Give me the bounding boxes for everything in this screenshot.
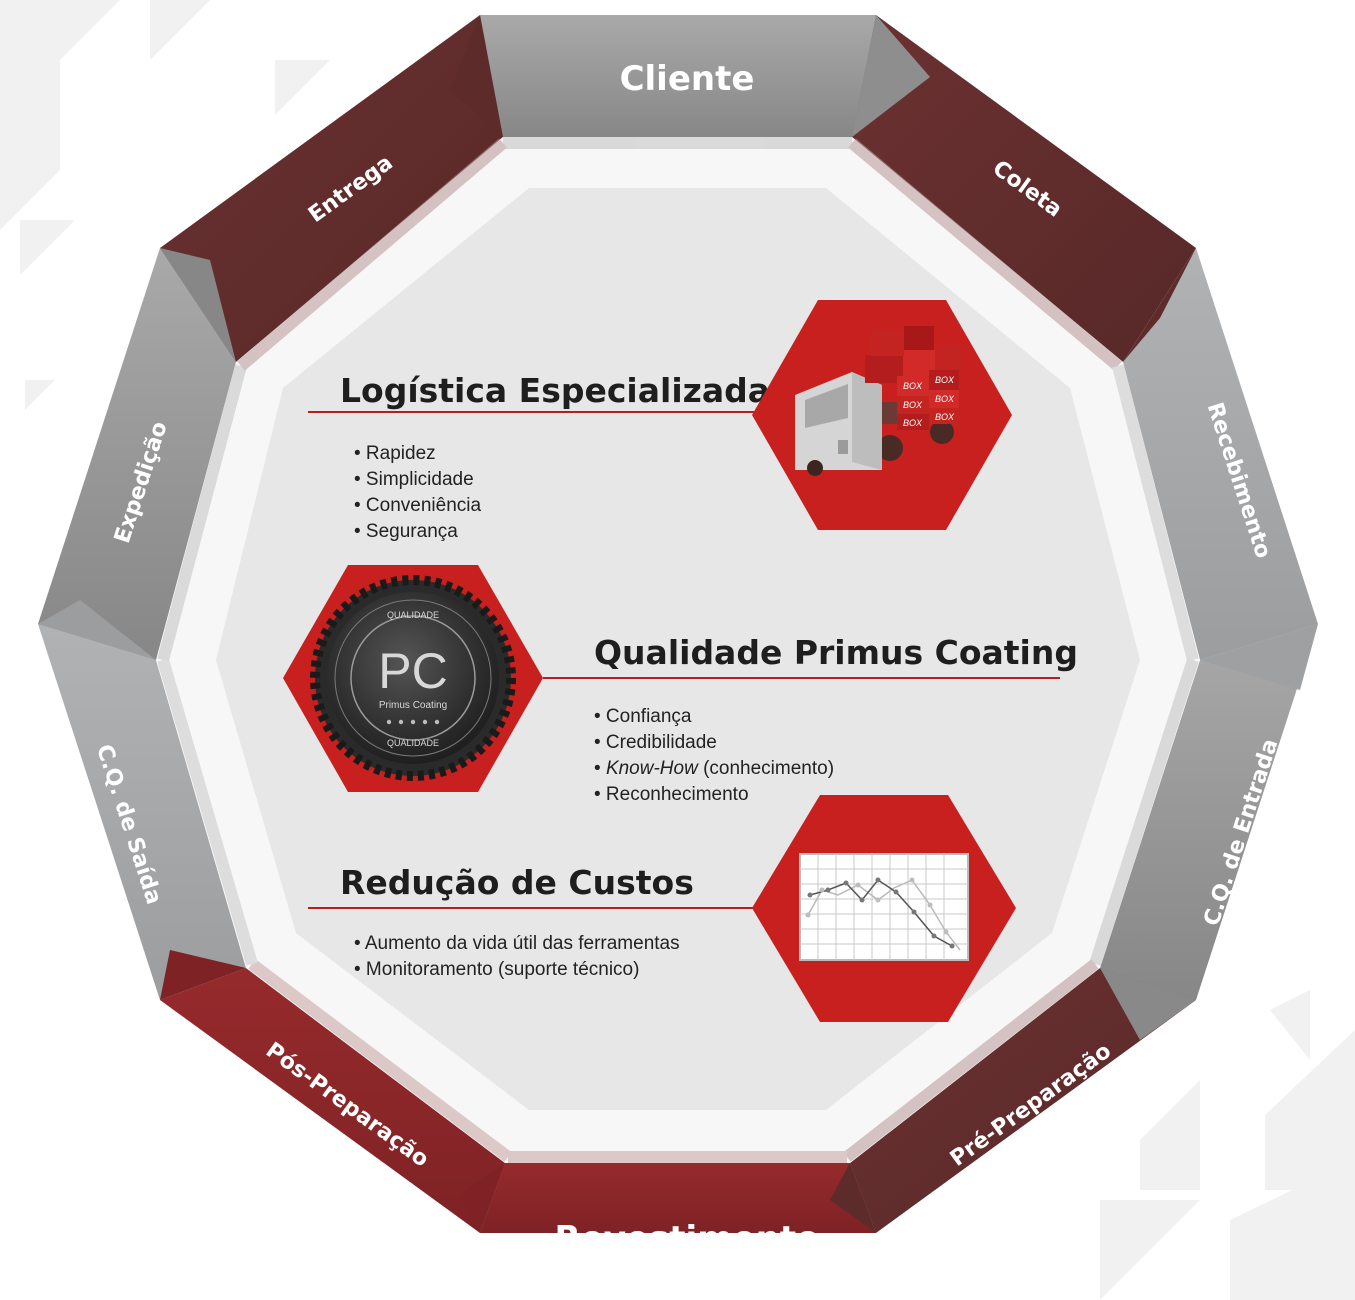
label-cliente: Cliente [620, 59, 755, 99]
qualidade-bullet-1: • Confiança [594, 706, 692, 727]
segment-coleta [852, 15, 1196, 362]
seal-ring-top: QUALIDADE [387, 610, 439, 620]
truck-icon: BOX BOX BOX BOX BOX BOX [795, 326, 961, 476]
inner-ring-shadow [157, 137, 1199, 1163]
box-label-5: BOX [903, 418, 923, 428]
qualidade-title: Qualidade Primus Coating [594, 633, 1078, 672]
segment-entrega [160, 15, 503, 362]
qualidade-bullet-knowhow: • Know-How (conhecimento) [594, 758, 834, 779]
arrow-tip-coleta [1123, 248, 1196, 362]
segment-cq-entrada [1100, 624, 1318, 1000]
seal-logo: PC [378, 643, 447, 699]
section-qualidade: PC Primus Coating QUALIDADE QUALIDADE Qu… [283, 565, 1078, 805]
cycle-ring [38, 15, 1318, 1233]
segment-cliente [480, 15, 876, 137]
seal-name: Primus Coating [379, 700, 447, 711]
quality-seal-icon: PC Primus Coating QUALIDADE QUALIDADE [310, 575, 516, 781]
arrow-tip-entrega [450, 15, 503, 137]
arrow-tip-expedicao [160, 248, 236, 362]
segment-revestimento [480, 1163, 876, 1233]
box-label-1: BOX [903, 381, 923, 391]
box-label-2: BOX [935, 375, 955, 385]
logistica-bullet-2: • Simplicidade [354, 469, 474, 490]
arrow-tip-cq-entrada [1100, 968, 1196, 1040]
segment-pre-preparacao [850, 968, 1196, 1233]
segment-pos-preparacao [160, 968, 505, 1233]
line-chart-icon [799, 853, 969, 961]
knowhow-italic: Know-How [606, 758, 699, 779]
box-label-4: BOX [935, 394, 955, 404]
ring-arrows [38, 15, 1318, 1233]
qualidade-bullet-2: • Credibilidade [594, 732, 717, 753]
arrow-tip-revestimento [460, 1163, 505, 1233]
custos-title: Redução de Custos [340, 863, 694, 902]
box-label-6: BOX [935, 412, 955, 422]
section-custos: Redução de Custos • Aumento da vida útil… [308, 795, 1016, 1022]
arrow-tip-pos-preparacao [160, 950, 246, 1000]
custos-bullet-1: • Aumento da vida útil das ferramentas [354, 933, 680, 954]
logistica-bullet-1: • Rapidez [354, 443, 436, 464]
arrow-tip-cliente [852, 15, 930, 137]
segment-expedicao [38, 248, 236, 660]
box-stack-icon: BOX BOX BOX BOX BOX BOX [865, 326, 961, 430]
seal-stars [386, 719, 440, 725]
label-revestimento: Revestimento [555, 1219, 820, 1259]
qualidade-bullet-4: • Reconhecimento [594, 784, 749, 805]
box-label-3: BOX [903, 400, 923, 410]
logistica-bullet-4: • Segurança [354, 521, 458, 542]
logistica-bullet-3: • Conveniência [354, 495, 481, 516]
custos-bullet-2: • Monitoramento (suporte técnico) [354, 959, 639, 980]
arrow-tip-pre-preparacao [830, 1163, 876, 1233]
knowhow-prefix: • [594, 758, 606, 779]
section-logistica: Logística Especializada • Rapidez • Simp… [308, 300, 1012, 542]
segment-recebimento [1123, 248, 1318, 660]
arrow-tip-cq-saida [38, 600, 156, 660]
arrow-tip-recebimento [1200, 624, 1318, 690]
knowhow-rest: (conhecimento) [698, 758, 834, 779]
segment-cq-saida [38, 624, 246, 1000]
logistica-title: Logística Especializada [340, 371, 770, 410]
seal-ring-bottom: QUALIDADE [387, 738, 439, 748]
